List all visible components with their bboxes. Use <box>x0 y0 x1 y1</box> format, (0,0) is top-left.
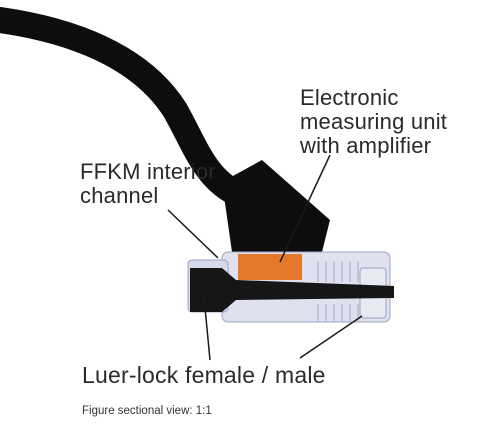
leader-electronic <box>279 154 331 263</box>
label-electronic-line-2: measuring unit <box>300 109 448 134</box>
label-ffkm-line-2: channel <box>80 183 159 208</box>
electronic-unit <box>238 254 302 280</box>
cable-plug <box>222 160 330 252</box>
label-ffkm-channel: FFKM interior channel <box>80 160 250 208</box>
label-luer-lock: Luer-lock female / male <box>82 362 326 388</box>
label-ffkm-line-1: FFKM interior <box>80 159 216 184</box>
figure-caption: Figure sectional view: 1:1 <box>82 405 212 417</box>
leader-luer-right <box>299 315 363 359</box>
leader-ffkm <box>167 209 219 259</box>
label-electronic-line-3: with amplifier <box>300 133 432 158</box>
interior-channel <box>190 268 394 312</box>
label-electronic-line-1: Electronic <box>300 85 399 110</box>
leader-luer-left <box>203 296 211 361</box>
label-electronic-unit: Electronic measuring unit with amplifier <box>300 86 470 158</box>
cable <box>0 7 253 208</box>
